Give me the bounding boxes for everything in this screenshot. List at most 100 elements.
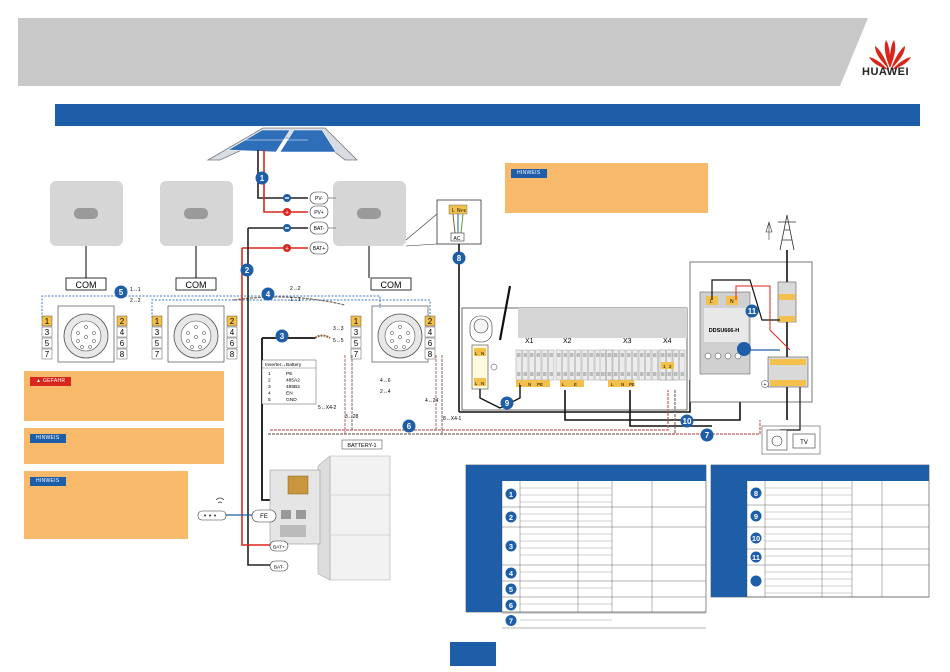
pin-label: 3 — [155, 328, 160, 337]
distribution-cabinet — [461, 285, 688, 411]
svg-text:4↔6: 4↔6 — [380, 378, 391, 384]
callout-8: 8 — [452, 251, 466, 265]
svg-text:5↔X4-2: 5↔X4-2 — [318, 405, 337, 411]
bat-plus-battery-terminal: BAT+ — [269, 540, 289, 552]
svg-text:N: N — [481, 351, 484, 356]
pin-label: 7 — [155, 350, 160, 359]
pin-label: 2 — [428, 317, 433, 326]
note-tag: HINWEIS — [511, 169, 547, 178]
com-label-1: COM — [65, 277, 107, 291]
pin-label: 7 — [45, 350, 50, 359]
svg-text:PV+: PV+ — [314, 210, 324, 216]
terminal-label: L — [519, 382, 522, 387]
terminal-label: N — [528, 382, 531, 387]
com-label-2: COM — [175, 277, 217, 291]
table-badge: 11 — [750, 551, 762, 563]
terminal-label: PE — [629, 382, 635, 387]
svg-text:9: 9 — [754, 512, 758, 521]
svg-text:COM: COM — [381, 280, 402, 290]
battery-unit: BATTERY-1 — [269, 439, 391, 581]
solar-roof-icon — [206, 127, 358, 161]
svg-text:PE: PE — [461, 208, 467, 213]
table-badge: 5 — [505, 583, 517, 595]
svg-text:8↔X4-1: 8↔X4-1 — [443, 416, 462, 422]
svg-text:X2: X2 — [563, 338, 572, 345]
svg-text:TV: TV — [800, 440, 808, 446]
note-tag: HINWEIS — [30, 477, 66, 486]
note-tag: HINWEIS — [30, 434, 66, 443]
svg-text:10: 10 — [752, 534, 760, 543]
svg-text:+: + — [285, 210, 289, 217]
table-badge: 3 — [505, 540, 517, 552]
terminal-label: L — [562, 382, 565, 387]
callout-11: 11 — [745, 304, 759, 318]
note-box-left-2: HINWEIS — [24, 471, 188, 539]
svg-text:1: 1 — [509, 490, 513, 499]
callout-3: 3 — [275, 329, 289, 343]
com-label-3: COM — [370, 277, 412, 291]
header-bar — [18, 18, 918, 86]
svg-text:X4: X4 — [663, 338, 672, 345]
svg-text:BAT+: BAT+ — [313, 246, 325, 252]
bat-plus-terminal: BAT+ — [309, 241, 329, 255]
svg-text:3↔3: 3↔3 — [333, 326, 344, 332]
pin-label: 6 — [120, 339, 125, 348]
svg-text:7: 7 — [509, 617, 513, 626]
pin-number: 4 — [268, 391, 271, 397]
svg-text:2↔4: 2↔4 — [380, 389, 391, 395]
table-left: 1 2 3 4 5 6 7 — [465, 464, 707, 629]
note-box-top: HINWEIS — [505, 163, 708, 213]
tv-icon: TV — [792, 433, 816, 449]
svg-text:4↔24: 4↔24 — [425, 398, 439, 404]
svg-text:X3: X3 — [623, 338, 632, 345]
callout-unlabeled — [737, 342, 751, 356]
pin-label: 3 — [45, 328, 50, 337]
terminal-label: E — [574, 382, 577, 387]
pv-minus-terminal: PV- — [309, 191, 329, 205]
table-badge: 1 — [505, 488, 517, 500]
huawei-logo-icon — [869, 40, 911, 70]
pin-label: 2 — [230, 317, 235, 326]
svg-text:2: 2 — [245, 266, 250, 275]
bat-minus-battery-terminal: BAT- — [269, 560, 289, 572]
router-icon — [197, 497, 227, 521]
terminal-label: N — [621, 382, 624, 387]
table-right: 8 9 10 11 — [710, 464, 930, 598]
grid-tower-icon — [765, 214, 796, 251]
table-badge: 2 — [505, 511, 517, 523]
svg-text:8: 8 — [754, 489, 758, 498]
pin-number: 5 — [268, 397, 271, 403]
svg-text:DDSU666-H: DDSU666-H — [709, 328, 740, 334]
svg-text:BAT+: BAT+ — [273, 545, 285, 551]
svg-text:11: 11 — [752, 553, 760, 562]
table-badge: 4 — [505, 567, 517, 579]
callout-10: 10 — [680, 414, 694, 428]
pin-label: 8 — [120, 350, 125, 359]
inverter-3 — [333, 181, 406, 246]
svg-text:6: 6 — [509, 601, 513, 610]
pin-label: 6 — [230, 339, 235, 348]
callout-7: 7 — [700, 428, 714, 442]
pin-label: 1 — [45, 317, 50, 326]
svg-text:N: N — [457, 208, 461, 214]
svg-text:2↔2: 2↔2 — [130, 298, 141, 304]
pin-label: 1 — [354, 317, 359, 326]
callout-9: 9 — [500, 396, 514, 410]
svg-text:5: 5 — [119, 288, 124, 297]
danger-tag: ▲ GEFAHR — [30, 377, 72, 386]
svg-text:1: 1 — [260, 174, 265, 183]
svg-text:PV-: PV- — [315, 196, 323, 202]
fe-terminal: FE — [251, 509, 277, 523]
page-number-box — [450, 642, 496, 666]
svg-text:BAT-: BAT- — [274, 565, 285, 571]
svg-text:3: 3 — [280, 332, 285, 341]
note-box-left-1: HINWEIS — [24, 428, 224, 464]
table-badge: 10 — [750, 532, 762, 544]
svg-text:7: 7 — [705, 431, 710, 440]
svg-text:4: 4 — [509, 569, 514, 578]
svg-text:2↔2: 2↔2 — [290, 286, 301, 292]
